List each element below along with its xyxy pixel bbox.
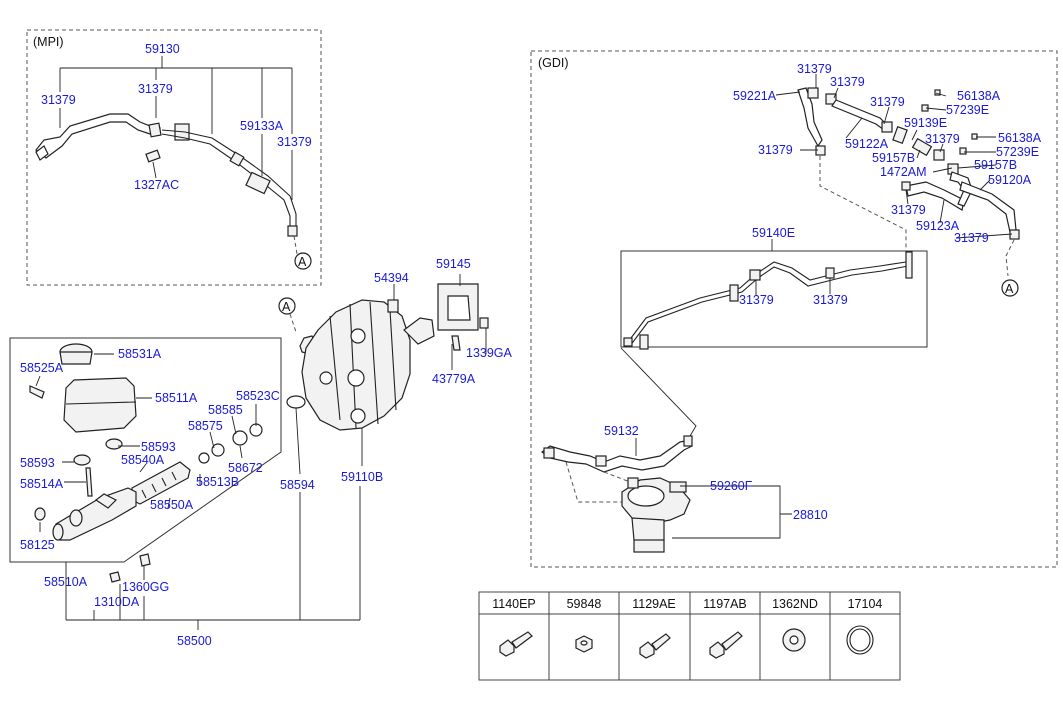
label-58531A: 58531A	[118, 347, 162, 361]
label-58672: 58672	[228, 461, 263, 475]
brake-booster	[299, 283, 489, 431]
gdi-section-title: (GDI)	[538, 56, 569, 70]
label-58511A: 58511A	[155, 391, 198, 405]
label-56138A: 56138A	[957, 89, 1001, 103]
gdi-dashed-route-2	[1005, 239, 1015, 277]
flange-bolt-icon	[639, 633, 671, 659]
pipe-assembly-box	[620, 250, 928, 348]
gdi-frame	[530, 50, 1058, 568]
label-1327AC: 1327AC	[134, 178, 179, 192]
label-54394: 54394	[374, 271, 409, 285]
master-cylinder-section: 58531A 58525A 58511A 58523C 58585 58575 …	[9, 337, 282, 620]
label-59110B: 59110B	[341, 470, 383, 484]
label-57239E: 57239E	[946, 103, 989, 117]
washer-icon	[782, 628, 806, 652]
label-59140E: 59140E	[752, 226, 795, 240]
flange-bolt-icon	[709, 631, 743, 659]
label-31379: 31379	[813, 293, 848, 307]
table-header-1197AB: 1197AB	[703, 597, 747, 611]
label-31379: 31379	[797, 62, 832, 76]
label-59139E: 59139E	[904, 116, 947, 130]
table-header-1140EP: 1140EP	[492, 597, 536, 611]
mpi-section: (MPI) 59130 31379 31379 59133A 31379 132…	[26, 29, 322, 286]
nut-icon	[575, 635, 593, 653]
reference-a-marker	[278, 297, 296, 315]
label-31379: 31379	[925, 132, 960, 146]
reference-a-label: A	[282, 300, 291, 314]
label-58540A: 58540A	[121, 453, 165, 467]
label-31379: 31379	[891, 203, 926, 217]
label-58500: 58500	[177, 634, 212, 648]
label-58593: 58593	[20, 456, 55, 470]
label-58594: 58594	[280, 478, 315, 492]
label-59130: 59130	[145, 42, 180, 56]
label-31379: 31379	[41, 93, 76, 107]
booster-o-ring	[286, 395, 306, 409]
label-59157B: 59157B	[974, 158, 1017, 172]
table-header-1362ND: 1362ND	[772, 597, 818, 611]
label-59157B: 59157B	[872, 151, 915, 165]
label-43779A: 43779A	[432, 372, 476, 386]
label-59260F: 59260F	[710, 479, 753, 493]
brake-booster-area: A 54394 59145 1339GA 43779A 59110B 58594…	[66, 257, 513, 648]
label-1339GA: 1339GA	[466, 346, 513, 360]
reference-a-label: A	[298, 255, 307, 269]
reference-a-label: A	[1005, 282, 1014, 296]
mpi-leader-lines	[59, 56, 293, 200]
gdi-dashed-route-3	[565, 461, 622, 503]
label-59120A: 59120A	[988, 173, 1032, 187]
label-31379: 31379	[954, 231, 989, 245]
gdi-vacuum-pipe	[623, 251, 913, 350]
label-59123A: 59123A	[916, 219, 960, 233]
label-58513B: 58513B	[196, 475, 239, 489]
label-59132: 59132	[604, 424, 639, 438]
fastener-table: 1140EP 59848 1129AE 1197AB 1362ND 17104	[478, 591, 901, 681]
label-31379: 31379	[830, 75, 865, 89]
table-header-59848: 59848	[567, 597, 602, 611]
label-1472AM: 1472AM	[880, 165, 927, 179]
label-58514A: 58514A	[20, 477, 64, 491]
label-56138A: 56138A	[998, 131, 1042, 145]
assembly-bracket	[66, 486, 361, 630]
master-cylinder-frame	[9, 337, 282, 563]
label-58575: 58575	[188, 419, 223, 433]
gdi-lower-hose	[541, 435, 693, 473]
label-59122A: 59122A	[845, 137, 889, 151]
gdi-section: (GDI) 31379 31379	[530, 50, 1058, 568]
table-header-17104: 17104	[848, 597, 883, 611]
label-59133A: 59133A	[240, 119, 284, 133]
label-28810: 28810	[793, 508, 828, 522]
label-58550A: 58550A	[150, 498, 194, 512]
label-1360GG: 1360GG	[122, 580, 169, 594]
label-58125: 58125	[20, 538, 55, 552]
table-header-1129AE: 1129AE	[632, 597, 676, 611]
label-58523C: 58523C	[236, 389, 280, 403]
label-57239E: 57239E	[996, 145, 1039, 159]
vacuum-pump	[621, 477, 691, 553]
reference-a-marker	[1001, 279, 1019, 297]
label-58585: 58585	[208, 403, 243, 417]
label-31379: 31379	[758, 143, 793, 157]
gdi-dashed-route-1	[819, 156, 907, 252]
mpi-section-title: (MPI)	[33, 35, 64, 49]
gdi-dashed-route-4	[603, 471, 631, 483]
label-58525A: 58525A	[20, 361, 64, 375]
label-1310DA: 1310DA	[94, 595, 140, 609]
pipe-leader	[620, 347, 697, 437]
label-59145: 59145	[436, 257, 471, 271]
label-31379: 31379	[138, 82, 173, 96]
label-58593: 58593	[141, 440, 176, 454]
master-cylinder-parts	[29, 343, 263, 583]
label-31379: 31379	[870, 95, 905, 109]
label-59221A: 59221A	[733, 89, 777, 103]
label-31379: 31379	[739, 293, 774, 307]
label-31379: 31379	[277, 135, 312, 149]
reference-a-marker	[294, 252, 312, 270]
mpi-vacuum-hose	[35, 113, 298, 255]
flange-bolt-icon	[499, 631, 533, 657]
mpi-frame	[26, 29, 322, 286]
ring-icon	[846, 625, 874, 655]
gdi-upper-hoses	[797, 87, 1020, 240]
